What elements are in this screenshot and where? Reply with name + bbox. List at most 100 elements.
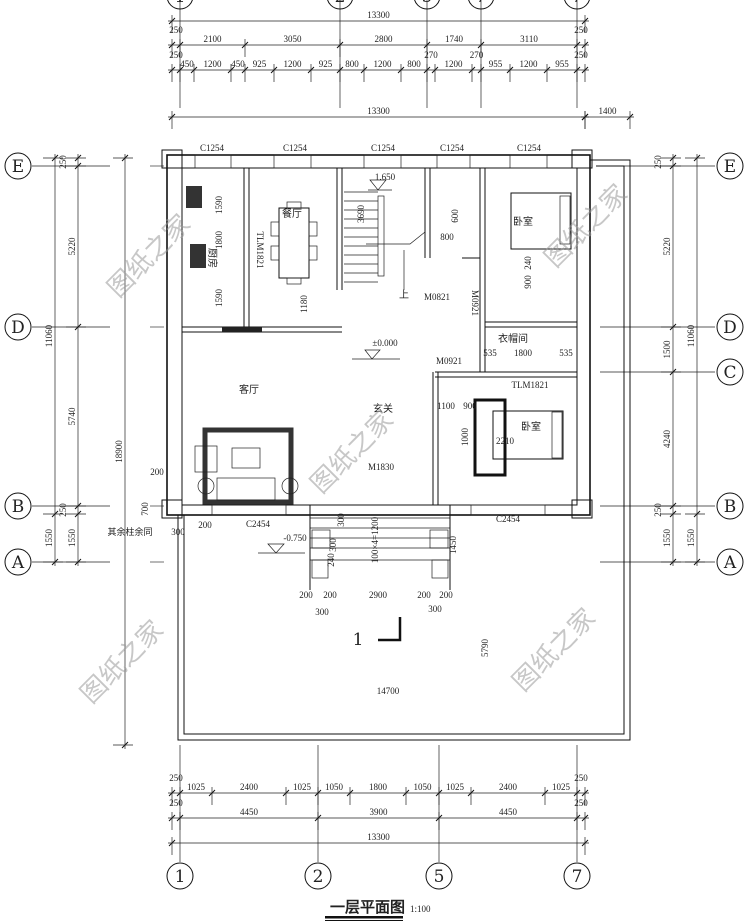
dimension-label: 1740 [445, 34, 464, 44]
interior-dimension: 700 [140, 502, 150, 516]
watermark: 图纸之家 [507, 603, 602, 698]
interior-dimension: 1450 [448, 536, 458, 555]
interior-dimension: 3690 [356, 205, 366, 224]
axis-bubble-bottom-label: 7 [572, 867, 583, 887]
dimension-label: 2400 [240, 782, 259, 792]
dimension-label: 11060 [44, 324, 54, 347]
axis-bubble-bottom [425, 862, 453, 890]
dimension-label: 2400 [499, 782, 518, 792]
room-label-kitchen: 厨房 [206, 248, 219, 268]
dimension-label: 955 [489, 59, 503, 69]
watermark: 图纸之家 [305, 405, 400, 500]
axis-bubble-right [716, 152, 744, 180]
interior-dimension: 240 [326, 553, 336, 567]
interior-dimension: 300 [336, 513, 346, 527]
axis-bubble-right [716, 358, 744, 386]
room-label-bedroom: 卧室 [521, 420, 541, 433]
door-label: TLM1821 [255, 232, 265, 269]
bed-bottom [473, 398, 564, 477]
window-label: C2454 [496, 514, 521, 524]
window-label: C1254 [200, 143, 225, 153]
axis-bubble-right-label: D [723, 318, 737, 338]
window-label: C1254 [517, 143, 542, 153]
watermark: 图纸之家 [75, 615, 170, 710]
window-label: C1254 [371, 143, 396, 153]
interior-dimension: 2210 [496, 436, 515, 446]
dimension-label: 1025 [552, 782, 571, 792]
window-label: C1254 [440, 143, 465, 153]
axis-bubble-left [4, 548, 32, 576]
interior-dimension: 5790 [480, 639, 490, 658]
room-label-bedroom: 卧室 [513, 215, 533, 228]
interior-dimension: 100×4=1200 [370, 516, 380, 563]
interior-dimension: 1800 [214, 231, 224, 250]
door-label: TLM1821 [512, 380, 549, 390]
dimension-label: 450 [231, 59, 245, 69]
dimension-label: 13300 [367, 106, 390, 116]
dimension-label: 250 [58, 503, 68, 517]
dimension-label: 270 [424, 50, 438, 60]
column-note: 其余柱余同 [107, 526, 152, 537]
dimension-label: 250 [574, 798, 588, 808]
dimension-label: 1550 [44, 529, 54, 548]
dimension-label: 2100 [204, 34, 223, 44]
axis-bubble-left-label: D [11, 318, 25, 338]
dimension-label: 270 [470, 50, 484, 60]
dimension-lines [43, 15, 705, 855]
dimension-label: 250 [574, 50, 588, 60]
dimension-label: 1550 [67, 529, 77, 548]
room-label-living: 客厅 [239, 383, 259, 396]
dimension-label: 250 [574, 773, 588, 783]
dimension-label: 3110 [520, 34, 538, 44]
axis-bubble-top [327, 0, 353, 10]
interior-dimension: 200 [150, 467, 164, 477]
terrace-outline [177, 159, 631, 741]
room-label-dining: 餐厅 [282, 207, 302, 220]
axis-bubble-right-label: E [724, 157, 736, 177]
door-label: M1830 [368, 462, 395, 472]
dimension-label: 250 [653, 503, 663, 517]
interior-dimension: 1100 [437, 401, 455, 411]
axis-bubble-bottom [563, 862, 591, 890]
section-mark-label: 1 [353, 630, 364, 650]
interior-dimension: 300 [315, 607, 329, 617]
entrance-steps [309, 505, 451, 590]
dimension-label: 250 [653, 155, 663, 169]
stove [186, 186, 206, 268]
dimension-label: 450 [180, 59, 194, 69]
interior-dimension: 14700 [377, 686, 400, 696]
interior-dimension: 1590 [214, 196, 224, 215]
axis-bubble-bottom-label: 5 [434, 867, 445, 887]
interior-dimension: 200 [439, 590, 453, 600]
interior-dimension: 200 [417, 590, 431, 600]
dimension-label: 1550 [686, 529, 696, 548]
dimension-label: 13300 [367, 832, 390, 842]
axis-bubble-left-label: E [12, 157, 24, 177]
room-label-closet: 衣帽间 [498, 332, 528, 345]
dimension-label: 4450 [499, 807, 518, 817]
dimension-label: 1050 [325, 782, 344, 792]
room-label-foyer: 玄关 [373, 402, 393, 415]
axis-bubble-left [4, 313, 32, 341]
window-label: C1254 [283, 143, 308, 153]
interior-dimension: 200 [323, 590, 337, 600]
dimension-label: 250 [169, 25, 183, 35]
interior-dimension: 600 [450, 209, 460, 223]
dimension-label: 250 [169, 773, 183, 783]
axis-bubble-right [716, 492, 744, 520]
dimension-label: 13300 [367, 10, 390, 20]
dimension-label: 800 [407, 59, 421, 69]
level-outdoor: -0.750 [283, 533, 307, 543]
axis-bubble-right [716, 548, 744, 576]
interior-dimension: 1000 [460, 428, 470, 447]
axis-bubble-top-label: 2 [335, 0, 346, 7]
interior-dimension: 900 [523, 275, 533, 289]
dimension-label: 3050 [284, 34, 303, 44]
dimension-label: 250 [58, 155, 68, 169]
dimension-label: 5220 [67, 237, 77, 256]
door-label: M0921 [470, 290, 480, 316]
bed-top [510, 192, 572, 250]
axis-bubble-right-label: C [723, 363, 736, 383]
dimension-label: 5740 [67, 407, 77, 426]
